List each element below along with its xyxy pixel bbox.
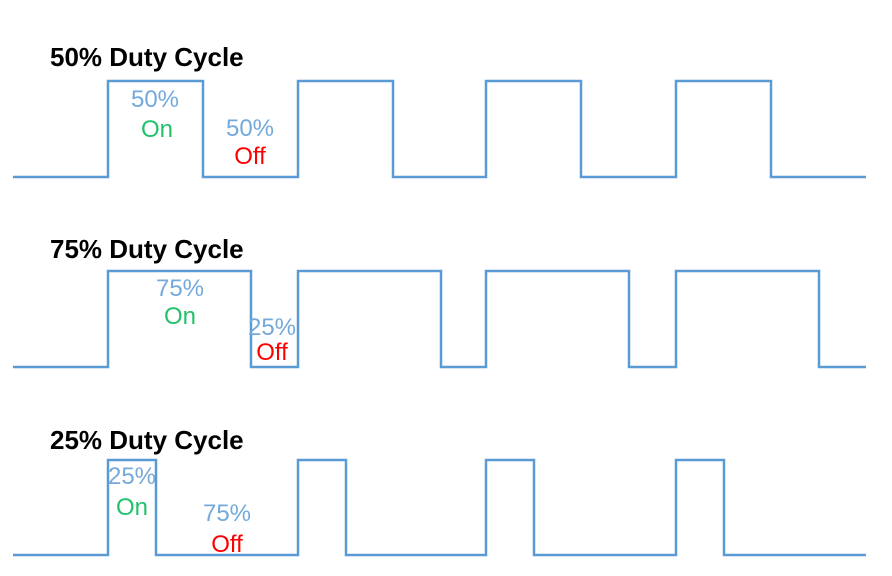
on-state-label: On [140, 116, 174, 143]
on-percent-label: 75% [155, 275, 205, 302]
square-wave-25 [13, 458, 866, 557]
off-percent-label: 25% [247, 314, 297, 341]
square-wave-75 [13, 269, 866, 369]
panel-title: 25% Duty Cycle [50, 425, 244, 455]
duty-cycle-panel-25: 25% Duty Cycle 25% On 75% Off [0, 380, 892, 576]
duty-cycle-panel-50: 50% Duty Cycle 50% On 50% Off [0, 0, 892, 190]
off-state-label: Off [234, 143, 266, 170]
off-percent-label: 50% [225, 115, 275, 142]
off-state-label: Off [211, 531, 243, 558]
panel-title: 75% Duty Cycle [50, 234, 244, 264]
off-state-label: Off [256, 339, 288, 366]
duty-cycle-panel-75: 75% Duty Cycle 75% On 25% Off [0, 190, 892, 380]
on-state-label: On [115, 494, 149, 521]
off-percent-label: 75% [202, 500, 252, 527]
square-wave-50 [13, 79, 866, 179]
panel-title: 50% Duty Cycle [50, 42, 244, 72]
on-percent-label: 25% [107, 463, 157, 490]
on-percent-label: 50% [130, 86, 180, 113]
on-state-label: On [163, 303, 197, 330]
